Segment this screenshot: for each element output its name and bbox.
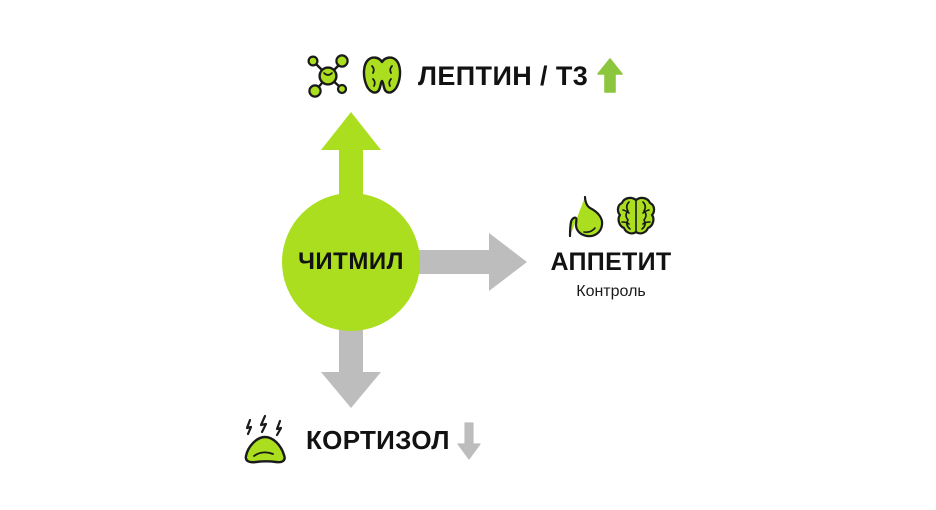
center-node-label: ЧИТМИЛ	[298, 248, 404, 275]
center-node-cheatmeal[interactable]: ЧИТМИЛ	[282, 193, 420, 331]
arrow-right-appetite	[410, 233, 527, 291]
branch-leptin-label: ЛЕПТИН / Т3	[418, 60, 589, 91]
trend-down-icon	[456, 418, 482, 462]
branch-cortisol-label: КОРТИЗОЛ	[306, 424, 450, 455]
branch-cortisol: КОРТИЗОЛ	[236, 414, 482, 466]
adrenal-gland-icon	[236, 414, 294, 466]
branch-appetite-sublabel: Контроль	[576, 283, 646, 300]
appetite-icon-row	[565, 194, 657, 240]
thyroid-icon	[360, 52, 404, 100]
branch-appetite: АППЕТИТ Контроль	[543, 194, 679, 301]
brain-icon	[615, 194, 657, 240]
branch-appetite-label: АППЕТИТ	[550, 248, 672, 276]
trend-up-icon	[596, 56, 624, 96]
arrow-up-leptin	[321, 112, 381, 240]
arrow-down-cortisol	[321, 290, 381, 408]
branch-leptin: ЛЕПТИН / Т3	[304, 52, 624, 100]
stomach-icon	[565, 194, 607, 240]
molecule-icon	[304, 52, 352, 100]
